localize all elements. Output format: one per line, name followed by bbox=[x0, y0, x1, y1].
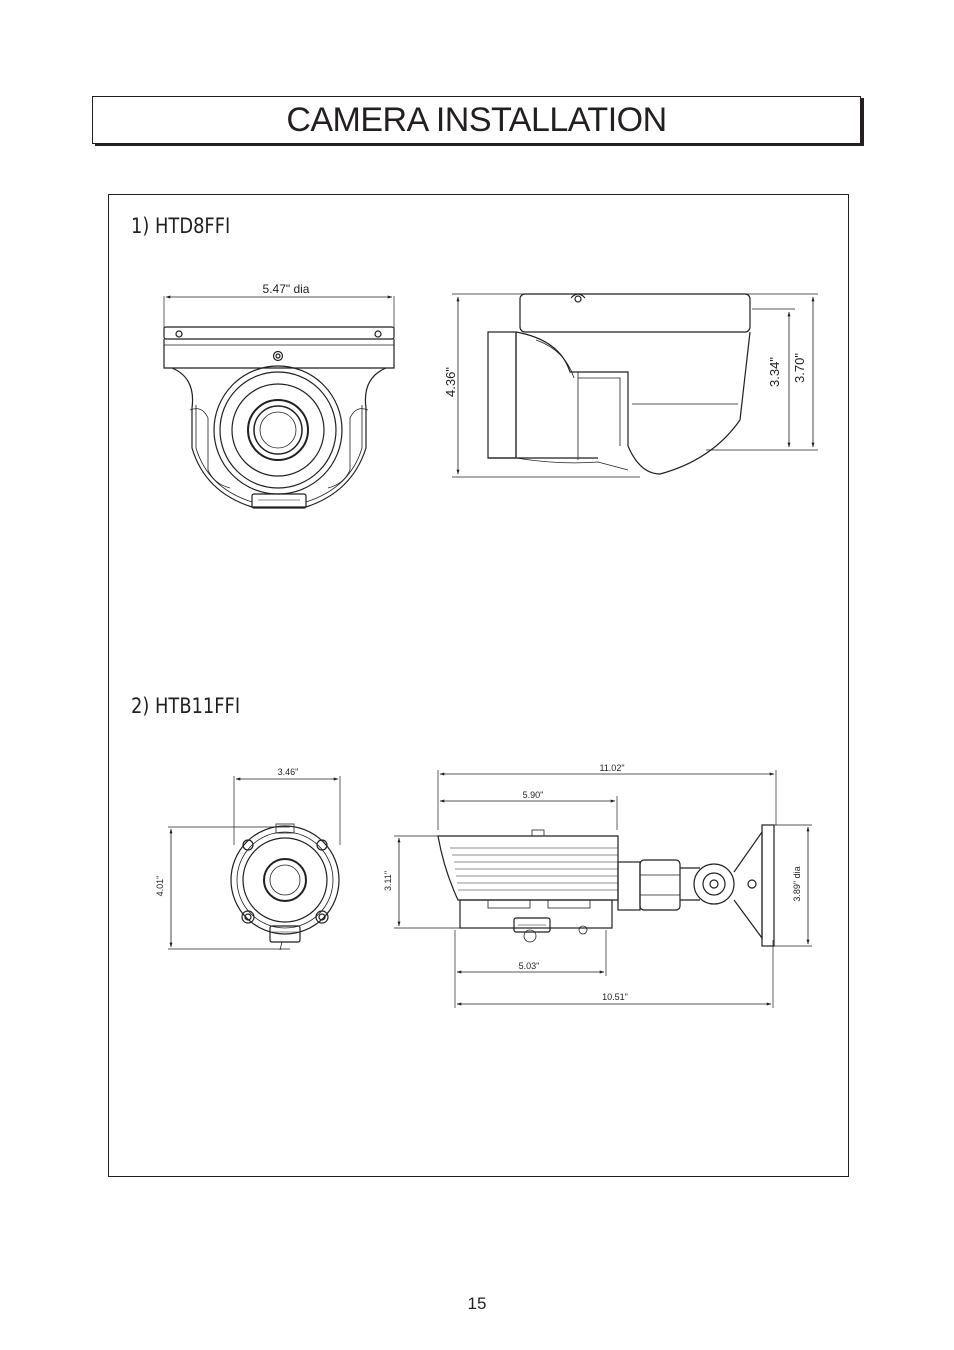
bullet-mount-plate-label: 3.89" dia bbox=[792, 866, 802, 901]
bullet-front-height-label: 4.01" bbox=[155, 876, 165, 897]
htb11ffi-side-view bbox=[394, 770, 812, 1008]
dome-height-label: 4.36" bbox=[443, 367, 458, 397]
section-heading-htd8ffi: 1) HTD8FFI bbox=[131, 214, 231, 238]
bullet-base-length-label: 5.03" bbox=[519, 961, 540, 971]
bullet-overall-length-label: 11.02" bbox=[599, 763, 624, 773]
dome-outer-height-label: 3.70" bbox=[792, 353, 807, 383]
section-heading-htb11ffi: 2) HTB11FFI bbox=[131, 694, 241, 718]
bullet-front-width-label: 3.46" bbox=[278, 767, 299, 777]
htb11ffi-front-view bbox=[168, 776, 341, 951]
bullet-housing-height-label: 3.11" bbox=[383, 871, 393, 891]
bullet-housing-length-label: 5.90" bbox=[523, 790, 544, 800]
dome-width-label: 5.47" dia bbox=[263, 282, 310, 296]
page-number: 15 bbox=[467, 1294, 487, 1313]
bullet-mount-length-label: 10.51" bbox=[602, 992, 628, 1002]
htd8ffi-side-view bbox=[452, 293, 818, 478]
title-box: CAMERA INSTALLATION bbox=[92, 96, 861, 144]
htd8ffi-front-view bbox=[163, 295, 395, 509]
content-frame bbox=[108, 194, 849, 1177]
dome-inner-height-label: 3.34" bbox=[767, 357, 782, 387]
page-title: CAMERA INSTALLATION bbox=[286, 101, 667, 139]
